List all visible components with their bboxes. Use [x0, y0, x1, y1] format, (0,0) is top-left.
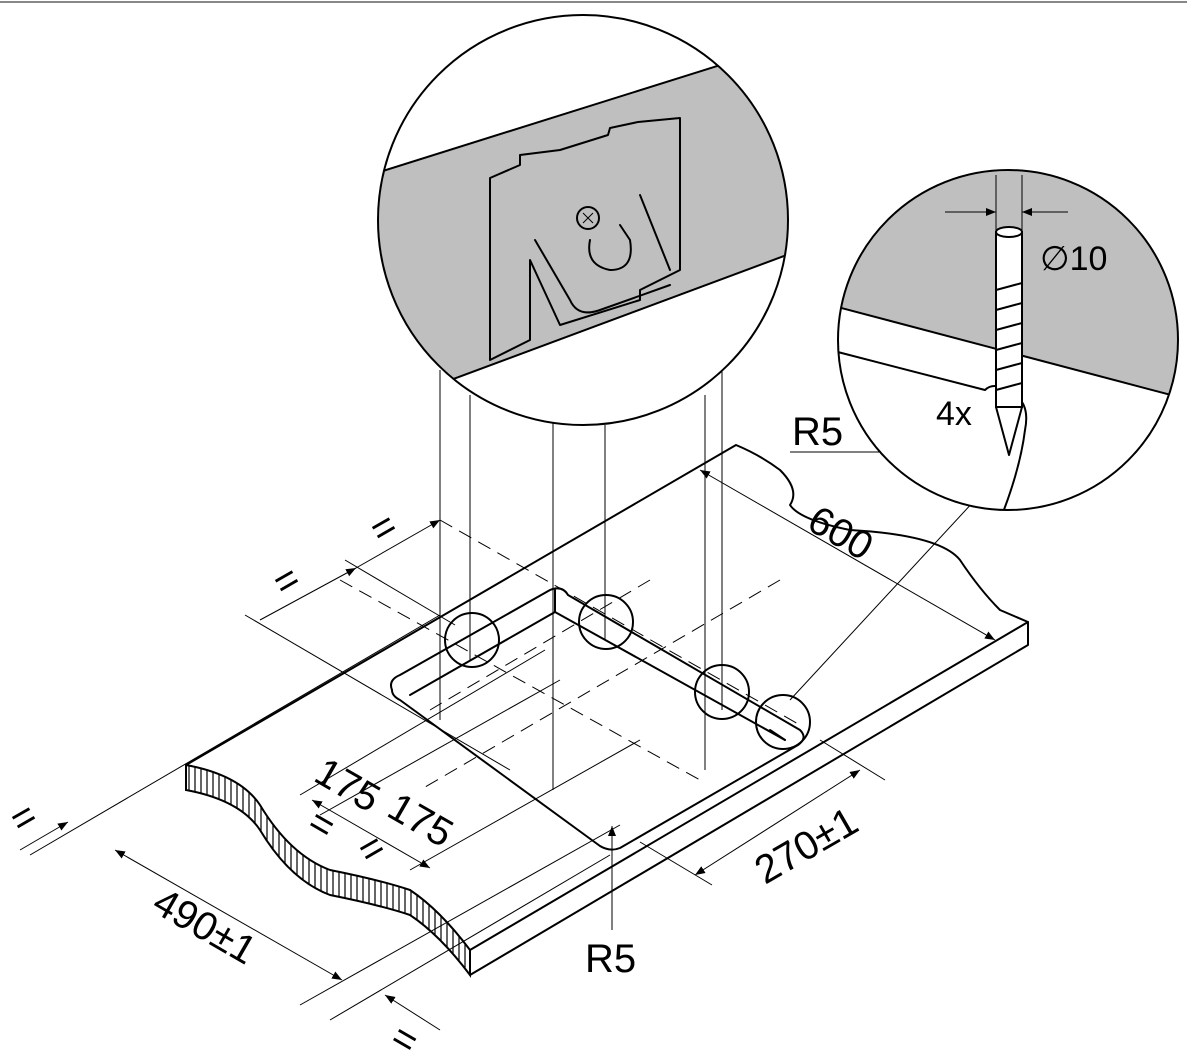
label-r5-bottom: R5 [585, 937, 636, 981]
label-equal-4: = [301, 800, 343, 850]
label-count: 4x [936, 395, 972, 433]
screw-icon [576, 206, 600, 230]
worktop [185, 444, 1029, 978]
clip-circle-1 [444, 612, 500, 668]
label-equal-1: = [363, 503, 405, 553]
clip-locations [444, 594, 811, 750]
label-r5-top: R5 [792, 410, 843, 454]
detail-shaded-area [378, 40, 788, 410]
screw-detail [837, 169, 1179, 511]
clip-detail [377, 14, 789, 426]
label-600: 600 [801, 498, 881, 569]
clip-body [489, 117, 681, 361]
clip-circle-4 [755, 694, 811, 750]
clip-circle-2 [578, 594, 634, 650]
label-270: 270±1 [748, 799, 866, 893]
hob-cutout [390, 587, 805, 851]
label-equal-2: = [266, 556, 308, 606]
label-equal-5: = [351, 824, 393, 874]
label-diameter: ∅10 [1040, 240, 1107, 278]
label-175-right: 175 [381, 785, 461, 856]
center-lines [339, 519, 801, 791]
screw-icon-2 [995, 226, 1023, 456]
label-490: 490±1 [146, 880, 264, 974]
label-equal-3: = [3, 793, 45, 843]
label-equal-6: = [384, 1015, 426, 1054]
